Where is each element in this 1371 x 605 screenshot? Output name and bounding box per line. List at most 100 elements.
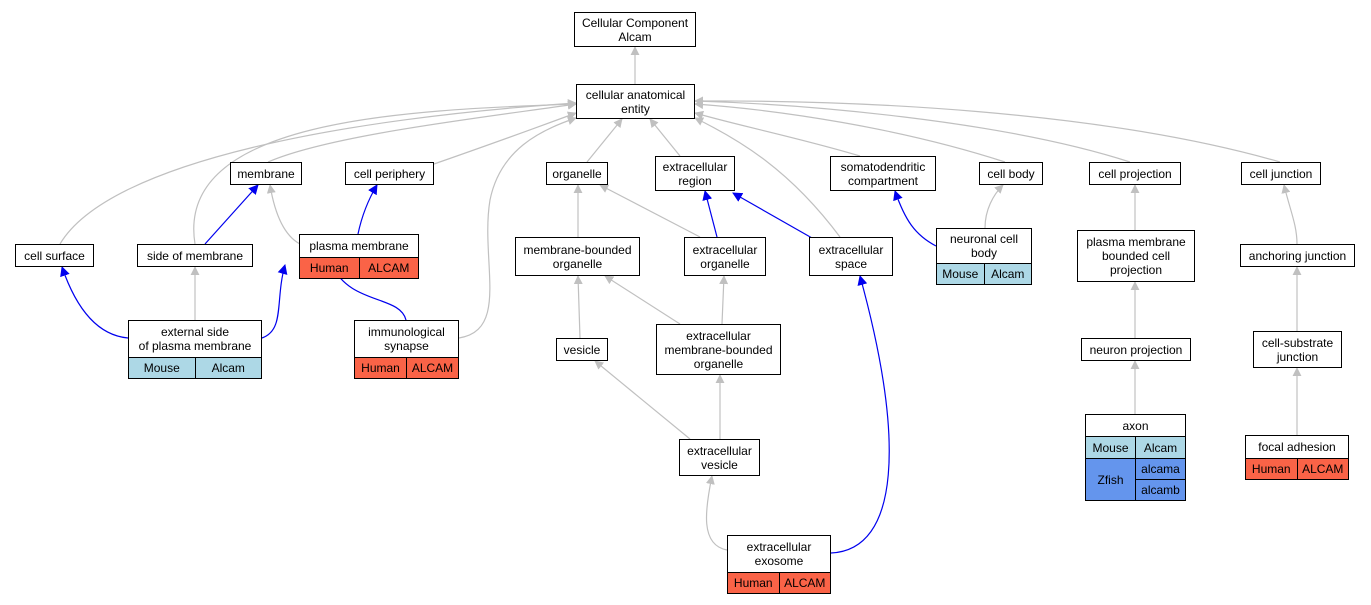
node-label: cell periphery xyxy=(353,166,426,181)
species-cell: Mouse xyxy=(129,358,195,378)
edge-exosome-to-ecvesicle xyxy=(705,475,728,551)
edge-ecvesicle-to-vesicle xyxy=(594,360,691,440)
gene-cell[interactable]: alcamb xyxy=(1136,479,1185,500)
node-label: cellular anatomical entity xyxy=(585,87,686,116)
node-cellular-anatomical-entity[interactable]: cellular anatomical entity xyxy=(576,84,695,119)
node-cell-surface[interactable]: cell surface xyxy=(15,244,94,267)
node-focal-adhesion[interactable]: focal adhesion Human ALCAM xyxy=(1245,435,1349,480)
edge-immuno-to-cae xyxy=(458,116,577,339)
node-extracellular-membrane-bounded-organelle[interactable]: extracellular membrane-bounded organelle xyxy=(656,324,781,375)
node-label: neuron projection xyxy=(1089,342,1183,357)
node-axon[interactable]: axon Mouse Alcam Zfish alcama alcamb xyxy=(1085,414,1186,501)
annotation-row: Mouse Alcam xyxy=(1086,436,1185,458)
edge-ecmbo-to-mbo xyxy=(604,275,681,325)
species-cell: Zfish xyxy=(1086,459,1135,500)
node-label: membrane xyxy=(237,166,295,181)
species-cell: Human xyxy=(1246,459,1297,479)
node-side-of-membrane[interactable]: side of membrane xyxy=(137,244,253,267)
node-extracellular-space[interactable]: extracellular space xyxy=(809,237,893,276)
edge-pm-to-periphery xyxy=(357,184,378,235)
edge-neuronal-to-cellbody xyxy=(984,184,1004,229)
node-label: extracellular vesicle xyxy=(687,443,752,472)
species-cell: Human xyxy=(728,573,779,593)
node-label: axon xyxy=(1122,418,1149,433)
edge-neuronal-to-somato xyxy=(893,190,937,247)
node-label: cell projection xyxy=(1098,166,1172,181)
node-label: focal adhesion xyxy=(1258,440,1336,454)
edge-organelle-to-cae xyxy=(586,118,623,163)
zfish-gene-column: alcama alcamb xyxy=(1135,459,1185,500)
species-cell: Human xyxy=(355,358,406,378)
node-label: extracellular space xyxy=(818,242,884,271)
edge-exosome-to-ecspace xyxy=(830,275,890,554)
node-label: membrane-bounded organelle xyxy=(523,242,632,271)
node-plasma-membrane-bounded-cell-projection[interactable]: plasma membrane bounded cell projection xyxy=(1077,230,1195,282)
edge-side-to-membrane xyxy=(204,184,259,245)
annotation-row: Human ALCAM xyxy=(1246,458,1348,479)
node-cell-periphery[interactable]: cell periphery xyxy=(345,162,434,185)
node-label: vesicle xyxy=(563,342,601,357)
edge-extside-to-surface xyxy=(60,266,129,339)
edge-cellbody-to-cae xyxy=(694,100,1006,163)
node-cell-projection[interactable]: cell projection xyxy=(1089,162,1181,185)
node-label: Cellular Component Alcam xyxy=(581,15,689,44)
node-membrane-bounded-organelle[interactable]: membrane-bounded organelle xyxy=(515,237,640,276)
edge-ecspace-to-ecregion xyxy=(732,192,813,239)
edge-anchor-to-junction xyxy=(1281,184,1298,245)
gene-cell[interactable]: Alcam xyxy=(1135,437,1185,458)
gene-cell[interactable]: ALCAM xyxy=(778,573,830,593)
node-vesicle[interactable]: vesicle xyxy=(556,338,608,361)
annotation-row: Human ALCAM xyxy=(355,357,458,378)
node-cellular-component-alcam[interactable]: Cellular Component Alcam xyxy=(574,12,696,47)
edge-side-to-cae xyxy=(193,99,577,245)
annotation-row-zfish: Zfish alcama alcamb xyxy=(1086,458,1185,500)
annotation-row: Mouse Alcam xyxy=(937,263,1031,284)
node-cell-body[interactable]: cell body xyxy=(979,162,1043,185)
node-somatodendritic-compartment[interactable]: somatodendritic compartment xyxy=(830,156,936,191)
gene-cell[interactable]: Alcam xyxy=(983,264,1031,284)
node-label: neuronal cell body xyxy=(949,232,1019,260)
node-label: external side of plasma membrane xyxy=(138,325,252,353)
node-label: side of membrane xyxy=(146,248,244,263)
gene-cell[interactable]: alcama xyxy=(1136,459,1185,479)
gene-cell[interactable]: ALCAM xyxy=(406,358,458,378)
edge-periphery-to-cae xyxy=(433,111,577,165)
node-extracellular-organelle[interactable]: extracellular organelle xyxy=(684,237,766,276)
species-cell: Mouse xyxy=(1086,437,1135,458)
edge-cellproj-to-cae xyxy=(694,96,1131,163)
node-label: extracellular region xyxy=(662,159,728,188)
node-plasma-membrane[interactable]: plasma membrane Human ALCAM xyxy=(299,234,419,279)
gene-cell[interactable]: ALCAM xyxy=(358,258,418,278)
edge-membrane-to-cae xyxy=(267,100,577,163)
node-label: cell body xyxy=(987,166,1035,181)
node-label: extracellular exosome xyxy=(746,540,812,568)
gene-cell[interactable]: Alcam xyxy=(194,358,261,378)
node-cell-junction[interactable]: cell junction xyxy=(1241,162,1321,185)
edge-ecregion-to-cae xyxy=(649,118,681,157)
edge-junction-to-cae xyxy=(694,96,1281,163)
node-extracellular-vesicle[interactable]: extracellular vesicle xyxy=(679,439,760,476)
edge-ecspace-to-cae xyxy=(694,117,841,238)
node-extracellular-exosome[interactable]: extracellular exosome Human ALCAM xyxy=(727,535,831,594)
node-label: extracellular membrane-bounded organelle xyxy=(664,328,773,371)
node-neuron-projection[interactable]: neuron projection xyxy=(1081,338,1191,361)
node-organelle[interactable]: organelle xyxy=(546,162,608,185)
node-neuronal-cell-body[interactable]: neuronal cell body Mouse Alcam xyxy=(936,228,1032,285)
edge-surface-to-cae xyxy=(59,99,577,245)
node-label: cell surface xyxy=(24,248,85,263)
edge-eco-to-ecregion xyxy=(702,190,718,238)
node-membrane[interactable]: membrane xyxy=(230,162,302,185)
edge-extside-to-pm xyxy=(261,264,288,339)
node-immunological-synapse[interactable]: immunological synapse Human ALCAM xyxy=(354,320,459,379)
node-extracellular-region[interactable]: extracellular region xyxy=(655,156,735,191)
gene-cell[interactable]: ALCAM xyxy=(1296,459,1348,479)
node-cell-substrate-junction[interactable]: cell-substrate junction xyxy=(1253,331,1342,368)
node-label: cell-substrate junction xyxy=(1261,335,1334,364)
node-external-side-of-plasma-membrane[interactable]: external side of plasma membrane Mouse A… xyxy=(128,320,262,379)
node-label: extracellular organelle xyxy=(692,242,758,271)
node-anchoring-junction[interactable]: anchoring junction xyxy=(1240,244,1355,267)
edge-somato-to-cae xyxy=(694,110,861,157)
node-label: plasma membrane xyxy=(309,239,409,253)
annotation-row: Human ALCAM xyxy=(728,572,830,593)
